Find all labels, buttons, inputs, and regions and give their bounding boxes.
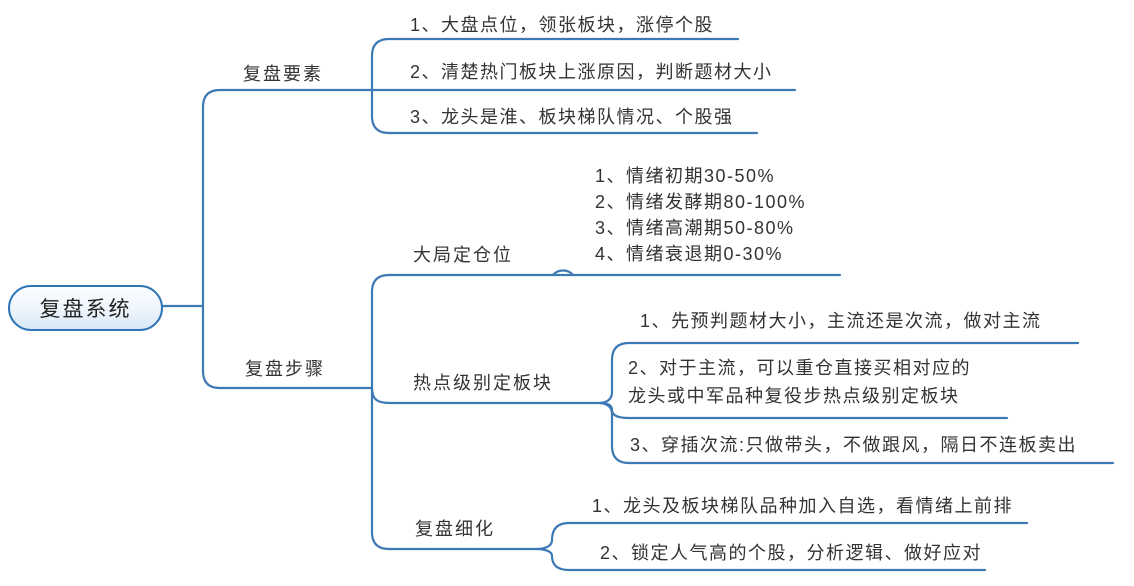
leaf-qingxu-line-3: 3、情绪高潮期50-80% (595, 218, 795, 238)
topic-dajv-dingcangwei[interactable]: 大局定仓位 (413, 245, 513, 265)
root-topic-label: 复盘系统 (39, 298, 132, 321)
leaf-redian-1[interactable]: 1、先预判题材大小，主流还是次流，做对主流 (640, 311, 1042, 331)
topic-fupan-buzhou[interactable]: 复盘步骤 (245, 359, 325, 379)
leaf-xihua-1[interactable]: 1、龙头及板块梯队品种加入自选，看情绪上前排 (592, 496, 1014, 516)
branch-line-dajv-dingcangwei (370, 273, 842, 390)
leaf-qingxu-line-4: 4、情绪衰退期0-30% (595, 244, 784, 264)
leaf-yaosu-2[interactable]: 2、清楚热门板块上涨原因，判断题材大小 (410, 62, 773, 82)
leaf-xihua-2[interactable]: 2、锁定人气高的个股，分析逻辑、做好应对 (600, 543, 983, 563)
branch-line-fupan-yaosu (201, 88, 374, 308)
leaf-qingxu-line-2: 2、情绪发酵期80-100% (595, 192, 807, 212)
joint-bump-dingcangwei (551, 269, 575, 277)
topic-redian-jibie[interactable]: 热点级别定板块 (413, 373, 553, 393)
leaf-qingxu-block[interactable]: 1、情绪初期30-50% 2、情绪发酵期80-100% 3、情绪高潮期50-80… (595, 163, 806, 267)
leaf-yaosu-1[interactable]: 1、大盘点位，领张板块，涨停个股 (410, 15, 715, 35)
branch-line-fupan-buzhou (201, 304, 374, 390)
leaf-line-redian-3 (598, 401, 1115, 465)
leaf-redian-2-line-1: 2、对于主流，可以重仓直接买相对应的 (628, 358, 972, 378)
leaf-qingxu-line-1: 1、情绪初期30-50% (595, 166, 776, 186)
topic-fupan-xihua[interactable]: 复盘细化 (415, 519, 495, 539)
leaf-redian-3[interactable]: 3、穿插次流:只做带头，不做跟风，隔日不连板卖出 (630, 435, 1078, 455)
topic-fupan-yaosu[interactable]: 复盘要素 (243, 64, 323, 84)
leaf-redian-2-line-2: 龙头或中军品种复役步热点级别定板块 (628, 386, 960, 406)
leaf-line-xihua-2 (536, 547, 987, 572)
leaf-redian-2[interactable]: 2、对于主流，可以重仓直接买相对应的 龙头或中军品种复役步热点级别定板块 (628, 354, 971, 410)
branch-line-fupan-xihua (370, 386, 540, 551)
leaf-line-yaosu-1 (370, 37, 740, 92)
leaf-line-yaosu-3 (370, 88, 759, 135)
root-topic[interactable]: 复盘系统 (8, 285, 163, 331)
leaf-line-xihua-1 (536, 521, 1029, 551)
leaf-yaosu-3[interactable]: 3、龙头是淮、板块梯队情况、个股强 (410, 107, 734, 127)
leaf-line-redian-1 (598, 341, 1080, 405)
